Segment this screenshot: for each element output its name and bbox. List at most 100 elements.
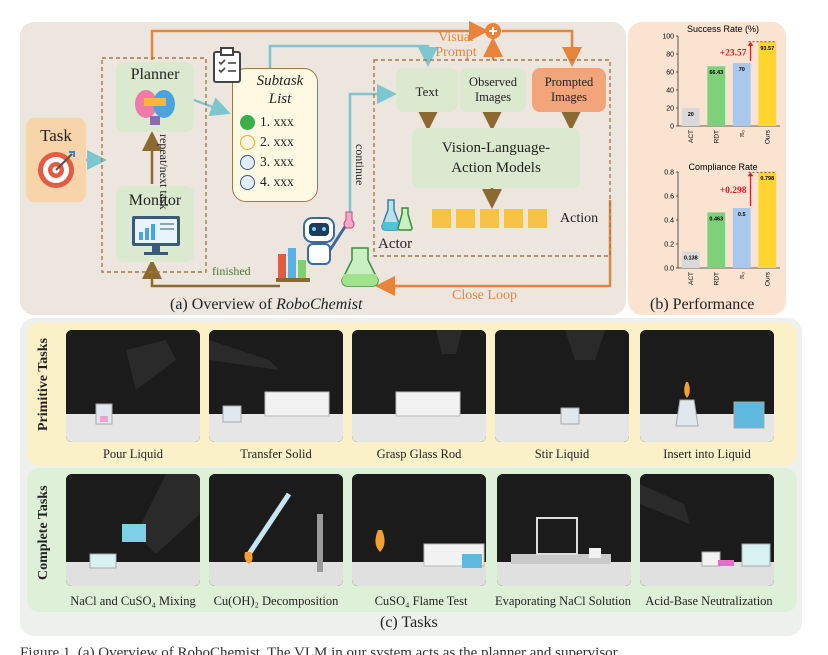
pending-icon	[240, 175, 255, 190]
list-item: 1. xxx	[240, 112, 294, 132]
y-tick-label: 0.2	[664, 242, 674, 249]
chart-title: Compliance Rate	[688, 162, 757, 172]
task-image-transfer-solid	[209, 330, 343, 442]
x-tick-label: ACT	[688, 130, 695, 143]
list-item: 3. xxx	[240, 152, 294, 172]
y-tick-label: 80	[666, 52, 674, 59]
bar	[681, 108, 700, 126]
list-item: 2. xxx	[240, 132, 294, 152]
actor-label: Actor	[378, 236, 413, 252]
task-image-stir-liquid	[495, 330, 629, 442]
arrow-head	[747, 172, 754, 177]
y-tick-label: 60	[666, 70, 674, 77]
tasks-caption: (c) Tasks	[380, 614, 438, 631]
task-image-evaporating	[497, 474, 631, 586]
flask-icon	[381, 199, 413, 231]
y-tick-label: 0	[670, 124, 674, 131]
annotation-label: +23.57	[720, 48, 747, 58]
x-tick-label: π₀	[739, 272, 746, 279]
task-caption: Grasp Glass Rod	[376, 447, 462, 461]
y-tick-label: 40	[666, 88, 674, 95]
primitive-tasks-label: Primitive Tasks	[36, 338, 51, 432]
x-tick-label: ACT	[688, 272, 695, 285]
x-tick-label: Ours	[764, 129, 771, 144]
action-token	[504, 209, 523, 228]
chart-title: Success Rate (%)	[687, 24, 759, 34]
y-tick-label: 100	[662, 34, 674, 41]
x-tick-label: RDT	[713, 130, 720, 143]
bar	[732, 208, 751, 268]
task-label: Task	[40, 126, 72, 145]
text-label: Text	[415, 84, 439, 99]
monitor-icon	[132, 216, 180, 255]
bar-value-label: 20	[688, 112, 694, 118]
y-tick-label: 0.4	[664, 218, 674, 225]
task-image-grasp-glass-rod	[352, 330, 486, 442]
y-tick-label: 20	[666, 106, 674, 113]
task-caption: Evaporating NaCl Solution	[494, 594, 632, 608]
task-image-insert-into-liquid	[640, 330, 774, 442]
task-caption: Stir Liquid	[534, 447, 590, 461]
x-tick-label: RDT	[713, 272, 720, 285]
pending-icon	[240, 155, 255, 170]
bar-value-label: 0.463	[709, 216, 723, 222]
repeat-label: repeat/next task	[157, 134, 171, 210]
monitor-label: Monitor	[128, 192, 182, 209]
bar-value-label: 70	[739, 67, 745, 73]
y-tick-label: 0.8	[664, 170, 674, 177]
task-image-pour-liquid	[66, 330, 200, 442]
task-caption: Cu(OH)₂ Decomposition	[213, 594, 339, 608]
task-caption: NaCl and CuSO₄ Mixing	[70, 594, 196, 608]
action-token	[456, 209, 475, 228]
planner-label: Planner	[130, 66, 180, 83]
subtask-items: 1. xxx 2. xxx 3. xxx 4. xxx	[240, 112, 294, 192]
vla-models-box	[412, 128, 580, 188]
overview-arrows	[86, 21, 612, 296]
observed-images-box	[460, 68, 526, 112]
task-caption: Insert into Liquid	[663, 447, 751, 461]
continue-label: continue	[353, 144, 367, 186]
clock-icon	[240, 135, 255, 150]
target-icon	[38, 151, 75, 188]
brain-icon	[135, 90, 175, 125]
bar	[758, 41, 777, 126]
bar-value-label: 66.43	[709, 70, 723, 76]
complete-tasks-label: Complete Tasks	[36, 485, 51, 581]
task-image-flame-test	[352, 474, 486, 586]
x-tick-label: Ours	[764, 271, 771, 286]
bar-value-label: 93.57	[760, 46, 774, 52]
clipboard-icon	[213, 47, 241, 83]
arrow-head	[747, 41, 754, 46]
annotation-label: +0.298	[720, 186, 747, 196]
y-tick-label: 0.6	[664, 194, 674, 201]
task-caption: CuSO₄ Flame Test	[374, 594, 468, 608]
bar-value-label: 0.5	[738, 212, 746, 218]
vla-models-label: Vision-Language-Action Models	[441, 140, 551, 176]
robot-chemist-icon	[276, 211, 379, 287]
prompted-images-box	[532, 68, 606, 112]
finished-label: finished	[212, 264, 251, 278]
list-item: 4. xxx	[240, 172, 294, 192]
check-icon	[240, 115, 255, 130]
task-caption: Acid-Base Neutralization	[645, 594, 773, 608]
overview-caption: (a) Overview of RoboChemist	[170, 296, 363, 313]
action-token	[432, 209, 451, 228]
task-image-neutralization	[640, 474, 774, 586]
bar-value-label: 0.138	[684, 255, 698, 261]
y-tick-label: 0.0	[664, 266, 674, 273]
bar	[707, 212, 726, 268]
bar-value-label: 0.798	[760, 176, 774, 182]
task-caption: Pour Liquid	[102, 447, 164, 461]
text-box	[396, 68, 458, 112]
x-tick-label: π₀	[739, 130, 746, 137]
action-label: Action	[560, 211, 599, 226]
figure-caption: Figure 1. (a) Overview of RoboChemist. T…	[20, 645, 618, 655]
task-caption: Transfer Solid	[240, 447, 312, 461]
bar	[707, 66, 726, 126]
bar	[681, 251, 700, 268]
